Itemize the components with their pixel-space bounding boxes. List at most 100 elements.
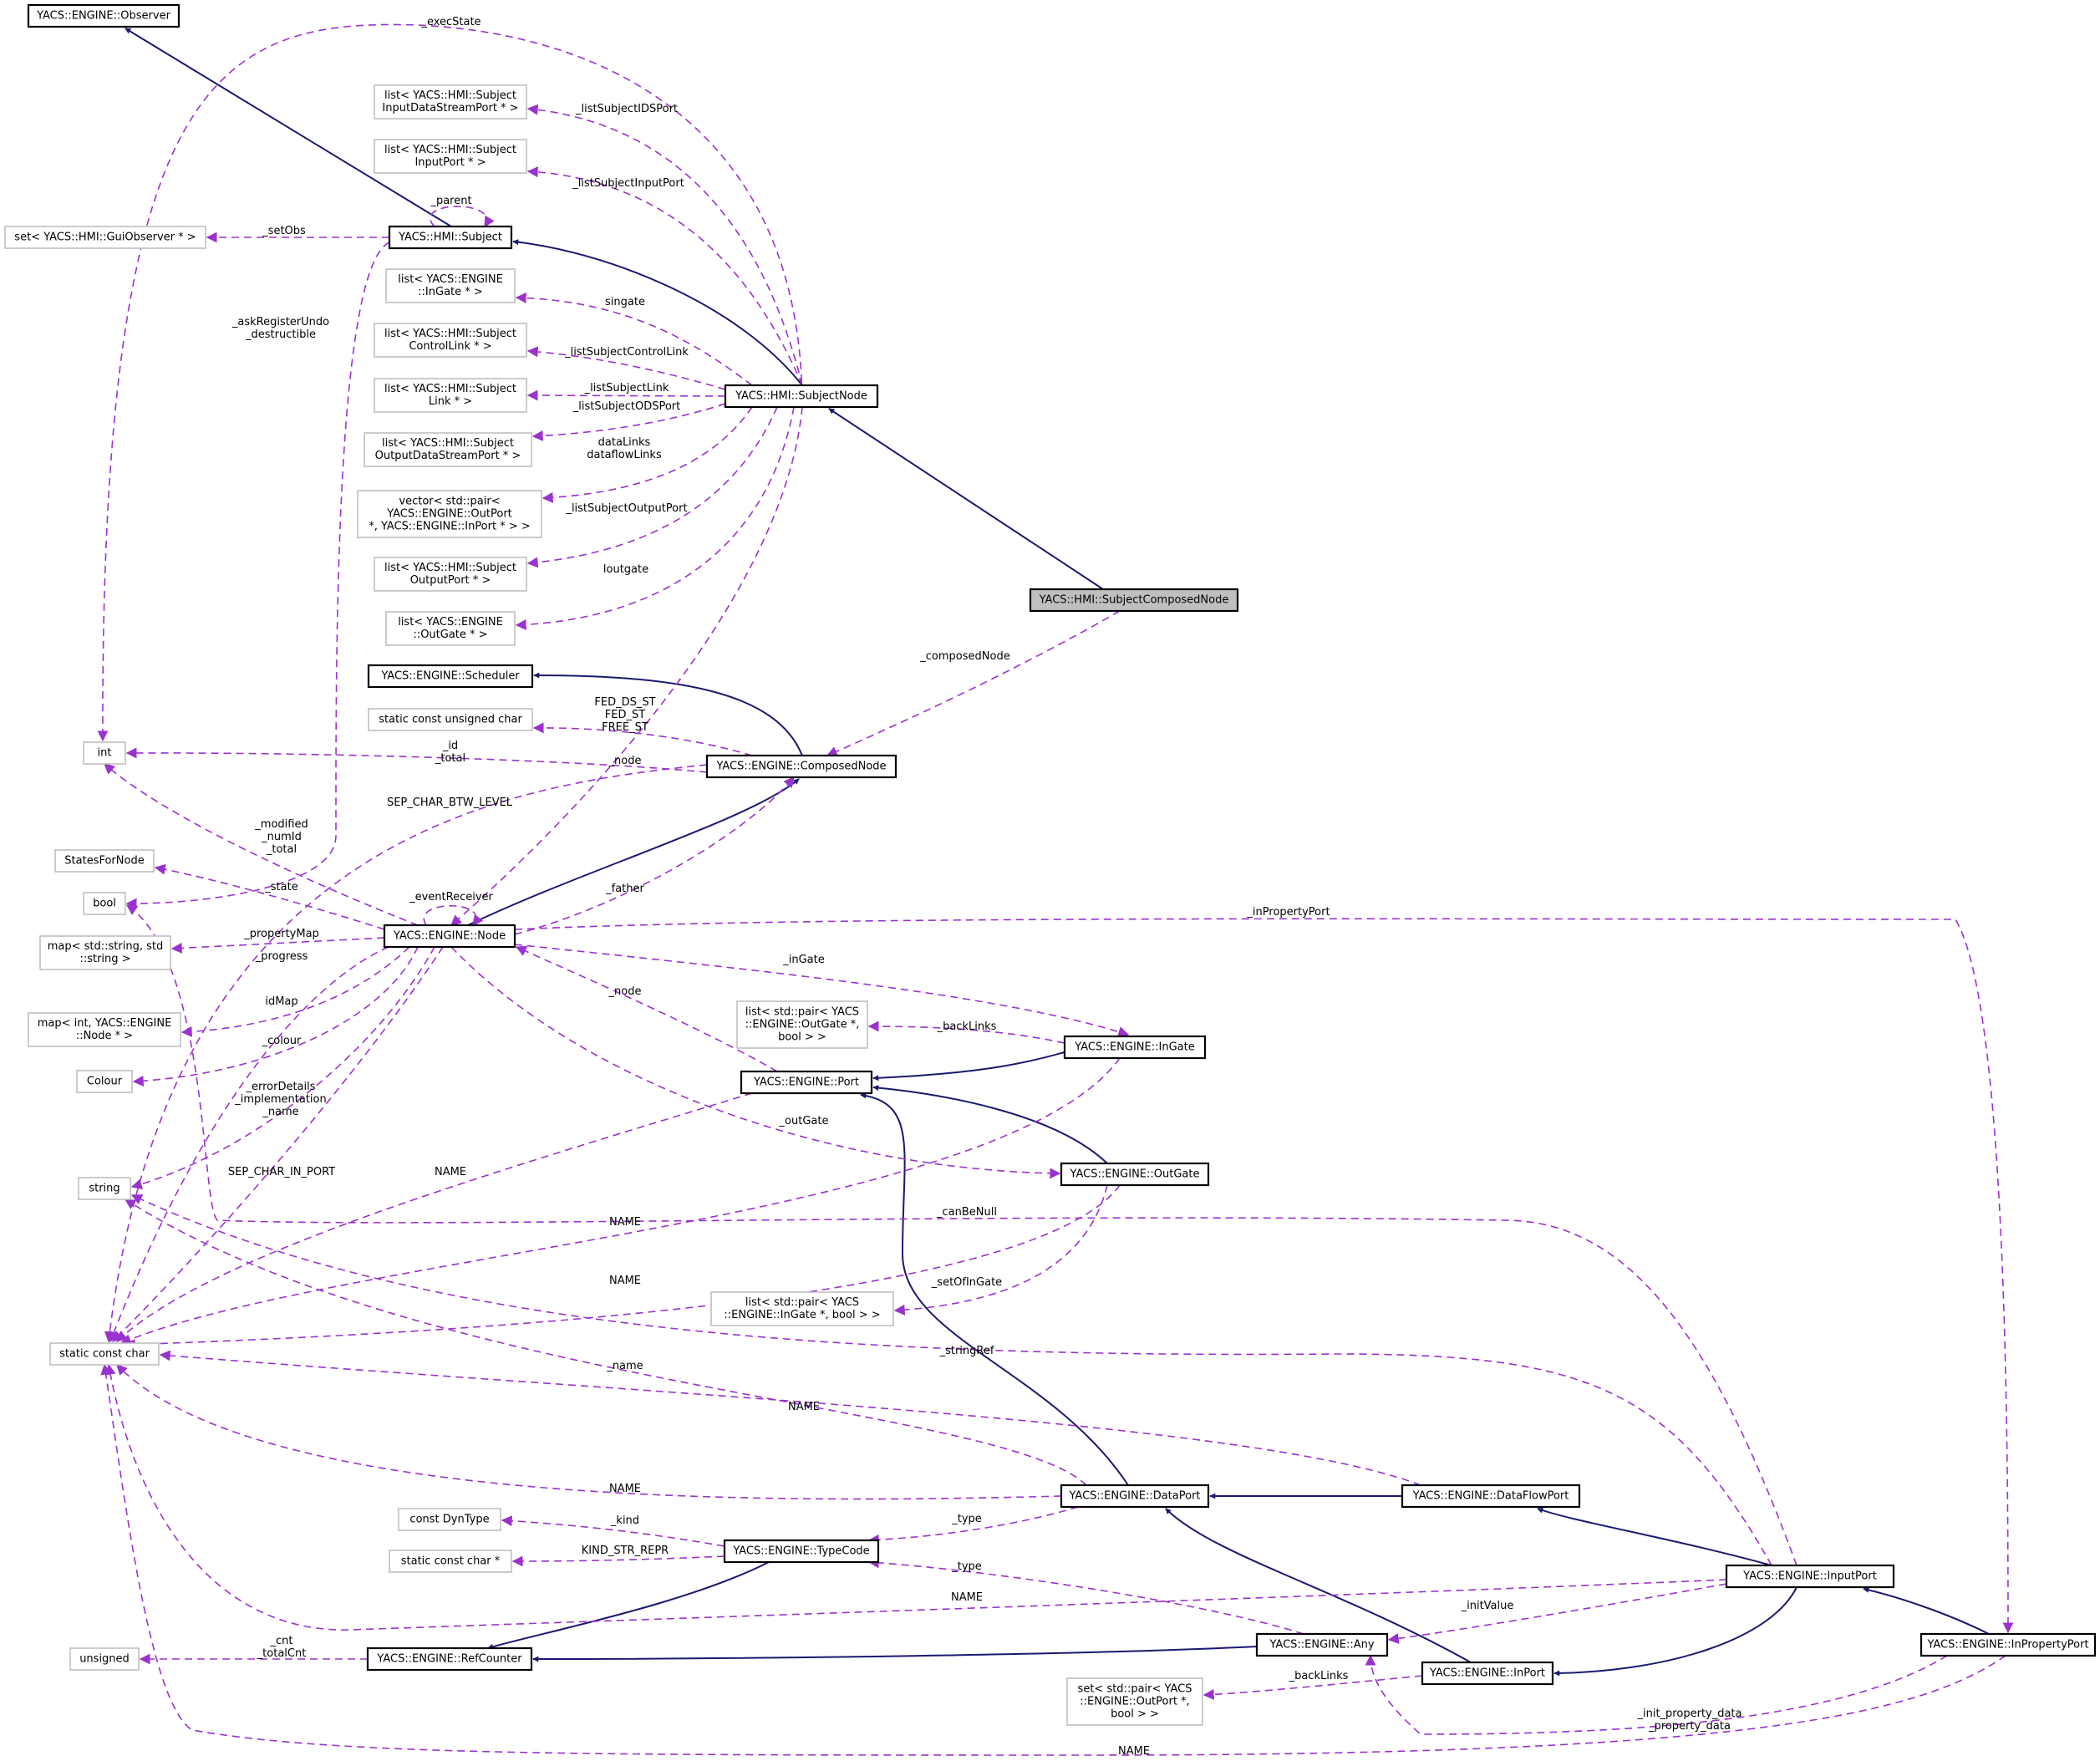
usage-edge-state — [154, 863, 385, 930]
usage-edge-execState — [97, 23, 803, 742]
node-label: ControlLink * > — [409, 340, 491, 353]
edge-label-modified: _total — [266, 843, 297, 856]
edge-label-cnt: _cnt — [270, 1635, 293, 1647]
node-label: YACS::ENGINE::Observer — [36, 10, 171, 23]
edge-label-inPropertyPort: _inPropertyPort — [1246, 906, 1330, 919]
usage-edge-eventReceiver — [423, 904, 484, 927]
node-list-output: list< YACS::HMI::SubjectOutputPort * > — [374, 557, 527, 592]
usage-edge-name-port — [116, 1092, 753, 1342]
node-subjectcomposednode[interactable]: YACS::HMI::SubjectComposedNode — [1029, 588, 1239, 613]
node-map-int: map< int, YACS::ENGINE::Node * > — [28, 1012, 181, 1047]
inheritance-edge-any-to-refcounter — [532, 1646, 1258, 1662]
inheritance-edge-outgate-to-port — [872, 1085, 1108, 1164]
node-node[interactable]: YACS::ENGINE::Node — [383, 924, 516, 949]
node-label: YACS::ENGINE::Node — [393, 930, 506, 943]
node-label: map< int, YACS::ENGINE — [38, 1017, 172, 1030]
edge-label-errorDetails: _errorDetails — [245, 1081, 315, 1093]
edge-label-eventReceiver: _eventReceiver — [409, 891, 493, 903]
edge-label-listSubjectOutputPort: _listSubjectOutputPort — [565, 502, 687, 515]
node-label: map< std::string, std — [48, 940, 164, 953]
node-dataport[interactable]: YACS::ENGINE::DataPort — [1060, 1484, 1210, 1509]
inheritance-edge-subject-to-observer — [125, 28, 452, 227]
edge-label-singate: singate — [605, 296, 645, 308]
usage-edge-errorDetails — [130, 946, 435, 1190]
usage-edge-initProperty — [1365, 1654, 1948, 1735]
node-inport[interactable]: YACS::ENGINE::InPort — [1421, 1661, 1554, 1686]
node-label: list< YACS::HMI::Subject — [384, 144, 516, 156]
node-label: YACS::ENGINE::DataFlowPort — [1412, 1490, 1569, 1503]
node-refcounter[interactable]: YACS::ENGINE::RefCounter — [366, 1646, 533, 1672]
edge-label-outGate: _outGate — [779, 1115, 829, 1127]
node-list-input: list< YACS::HMI::SubjectInputPort * > — [374, 139, 527, 174]
node-label: YACS::ENGINE::Scheduler — [380, 670, 520, 683]
usage-edge-initValue — [1387, 1583, 1727, 1644]
usage-edge-name-dataflow — [159, 1350, 1421, 1486]
node-typecode[interactable]: YACS::ENGINE::TypeCode — [723, 1539, 880, 1564]
node-label: static const unsigned char — [379, 714, 522, 726]
node-static-uchar: static const unsigned char — [368, 708, 533, 731]
node-label: static const char * — [401, 1555, 501, 1568]
node-outgate[interactable]: YACS::ENGINE::OutGate — [1060, 1162, 1210, 1187]
node-ingate[interactable]: YACS::ENGINE::InGate — [1063, 1035, 1207, 1060]
edge-label-state: _state — [264, 881, 297, 893]
node-label: bool — [93, 898, 116, 910]
node-const-dyntype: const DynType — [398, 1508, 501, 1531]
usage-edge-stringRef — [130, 1194, 1772, 1566]
node-label: list< YACS::ENGINE — [398, 616, 503, 629]
usage-edge-propertyMap — [170, 937, 385, 954]
node-label: ::OutGate * > — [413, 629, 487, 641]
node-label: list< YACS::HMI::Subject — [384, 383, 516, 395]
node-label: bool > > — [1111, 1708, 1159, 1721]
usage-edge-listSubjectODSPort — [531, 403, 726, 441]
node-label: string — [89, 1183, 119, 1195]
node-any[interactable]: YACS::ENGINE::Any — [1255, 1632, 1389, 1657]
usage-edge-inPropertyPort — [514, 918, 2014, 1634]
node-inpropertyport[interactable]: YACS::ENGINE::InPropertyPort — [1919, 1632, 2097, 1657]
edge-label-listSubjectLink: _listSubjectLink — [584, 382, 669, 394]
edge-label-sepCharInPort: SEP_CHAR_IN_PORT — [228, 1166, 335, 1178]
edge-label-name-port: NAME — [435, 1166, 466, 1178]
node-subjectnode[interactable]: YACS::HMI::SubjectNode — [724, 384, 879, 409]
inheritance-edge-inputport-to-dataflowport — [1537, 1507, 1772, 1566]
node-label: YACS::HMI::SubjectNode — [735, 390, 867, 403]
edge-label-father: _father — [605, 883, 644, 895]
usage-edge-type-any — [867, 1557, 1304, 1635]
node-list-outgate: list< YACS::ENGINE::OutGate * > — [385, 611, 516, 646]
inheritance-edge-dataport-to-port — [860, 1092, 1129, 1486]
usage-edge-name-ingate — [119, 1057, 1121, 1345]
edge-label-setObs: _setObs — [262, 225, 306, 237]
node-composednode[interactable]: YACS::ENGINE::ComposedNode — [705, 754, 897, 779]
edge-label-dataLinks: dataLinks — [598, 436, 651, 449]
node-inputport[interactable]: YACS::ENGINE::InputPort — [1725, 1564, 1895, 1589]
edge-label-parent: _parent — [430, 195, 471, 207]
node-observer[interactable]: YACS::ENGINE::Observer — [27, 3, 181, 28]
usage-edge-composedNode — [826, 610, 1121, 757]
edge-label-idMap: idMap — [265, 995, 297, 1008]
node-list-ods: list< YACS::HMI::SubjectOutputDataStream… — [364, 432, 532, 467]
node-label: vector< std::pair< — [399, 496, 500, 508]
node-label: InputPort * > — [414, 156, 486, 169]
edge-label-askRegisterUndo: _destructible — [245, 328, 316, 341]
usage-edge-canBeNull — [125, 904, 1797, 1566]
usage-edge-node-cn — [450, 406, 803, 926]
edge-label-listSubjectControlLink: _listSubjectControlLink — [564, 346, 689, 359]
usage-edge-colour — [132, 946, 419, 1087]
edge-label-fedst: FED_ST — [605, 709, 645, 721]
node-scheduler[interactable]: YACS::ENGINE::Scheduler — [367, 664, 534, 689]
edge-label-inGate: _inGate — [782, 954, 825, 966]
node-label: list< YACS::HMI::Subject — [384, 89, 516, 102]
usage-edge-kindStrRepr — [511, 1555, 725, 1567]
usage-edge-sepCharBtwLevel — [104, 764, 708, 1343]
edge-label-backLinks-inport: _backLinks — [1289, 1670, 1349, 1682]
node-port[interactable]: YACS::ENGINE::Port — [740, 1070, 873, 1095]
node-statesfornode: StatesForNode — [54, 849, 155, 873]
node-subject[interactable]: YACS::HMI::Subject — [388, 225, 513, 250]
node-label: ::ENGINE::InGate *, bool > > — [724, 1309, 880, 1321]
node-dataflowport[interactable]: YACS::ENGINE::DataFlowPort — [1401, 1484, 1581, 1509]
node-label: const DynType — [409, 1514, 489, 1526]
edge-label-backLinks-in: _backLinks — [937, 1020, 997, 1033]
edge-label-initProperty: _init_property_data — [1637, 1708, 1742, 1720]
node-label: YACS::HMI::SubjectComposedNode — [1039, 594, 1229, 607]
node-string: string — [78, 1177, 131, 1200]
node-label: ::ENGINE::OutGate *, — [745, 1019, 860, 1031]
